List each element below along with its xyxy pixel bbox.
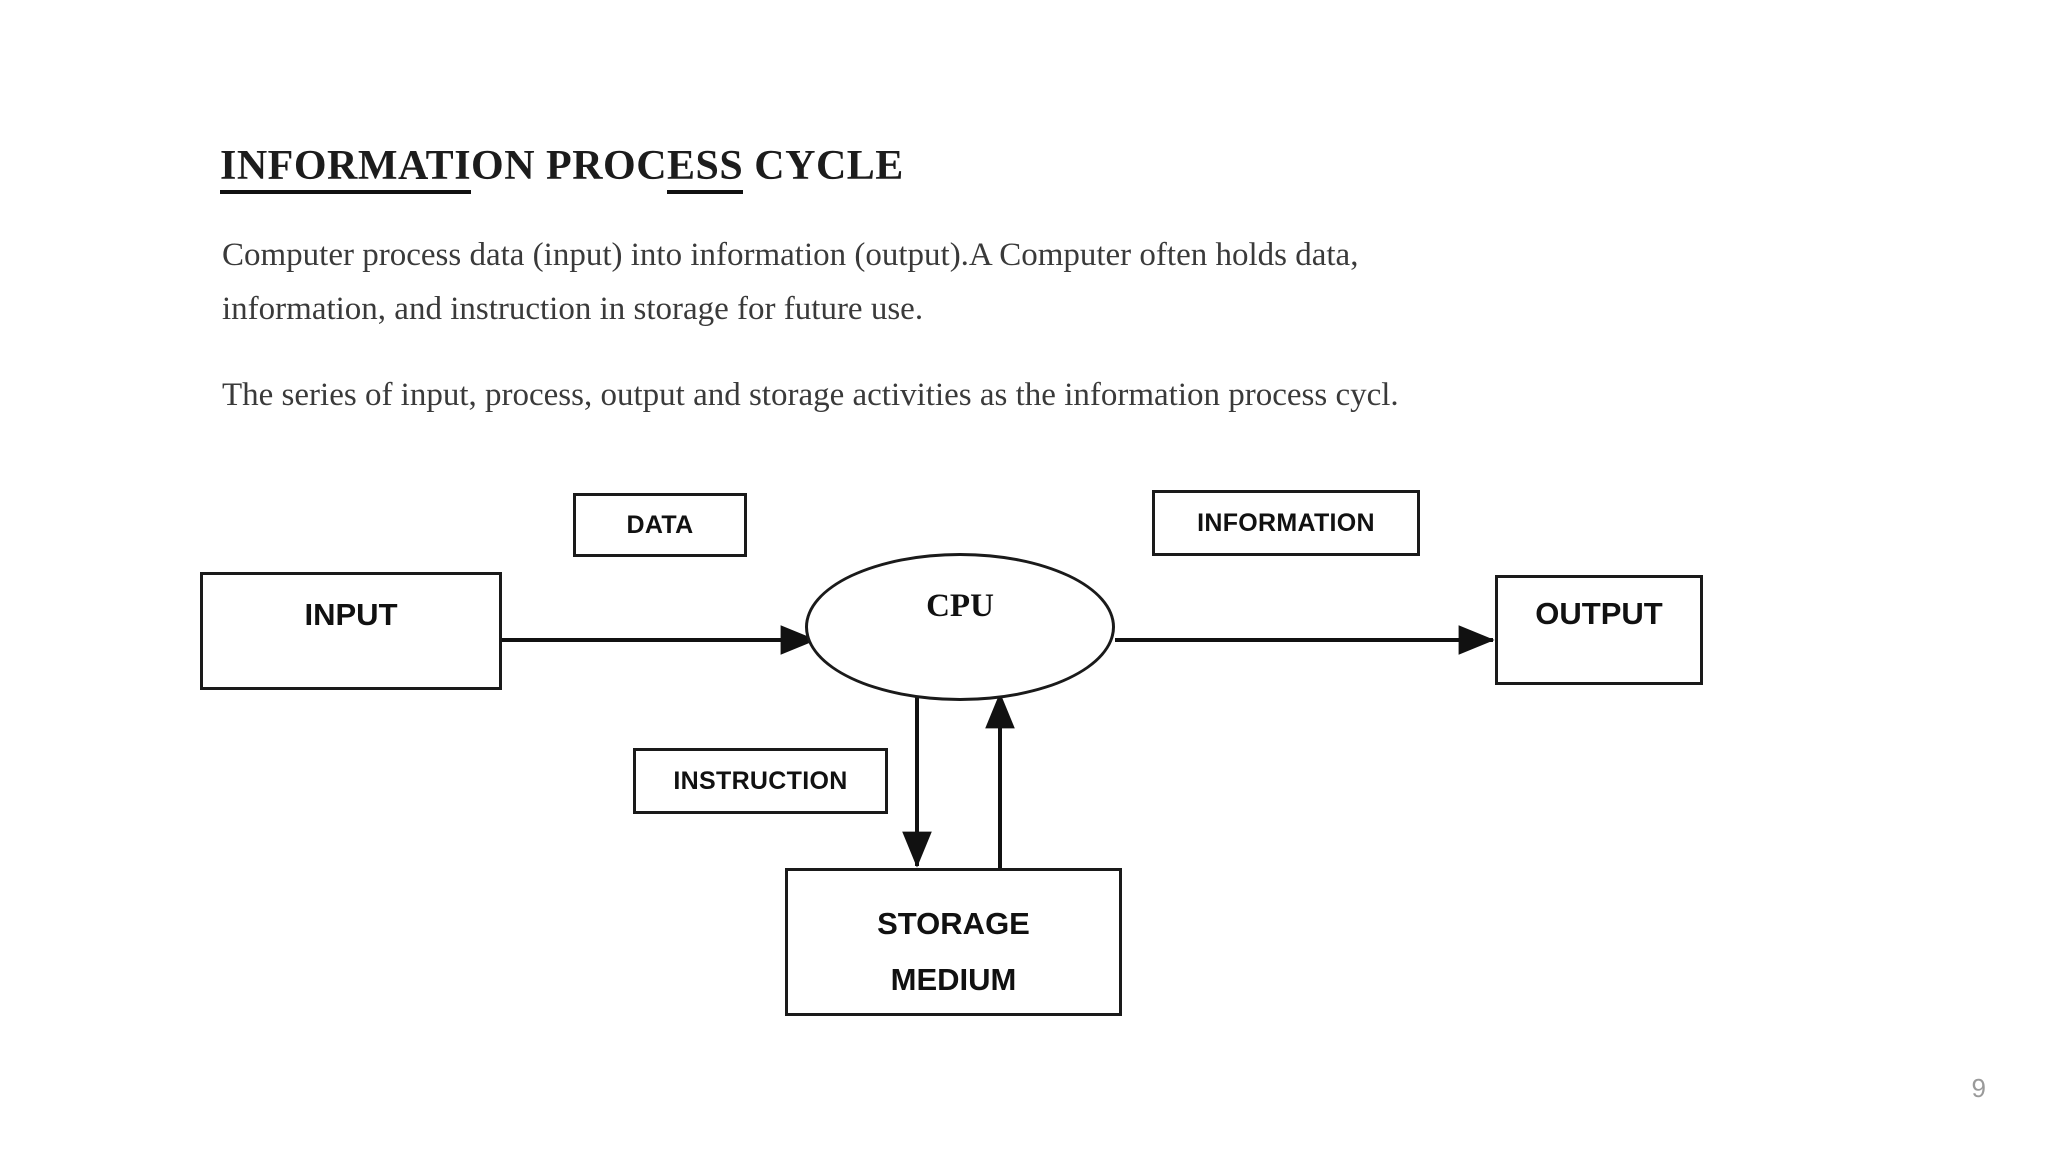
paragraph-1-line-1: Computer process data (input) into infor… bbox=[222, 237, 1359, 273]
diagram-node-storage-label-line-1: STORAGE bbox=[877, 906, 1030, 941]
diagram-node-output[interactable]: OUTPUT bbox=[1495, 575, 1703, 685]
diagram-label-instruction-text: INSTRUCTION bbox=[673, 766, 848, 795]
page-title-plain-2: CYCLE bbox=[743, 143, 904, 189]
paragraph-2-line-1: The series of input, process, output and… bbox=[222, 377, 1399, 413]
diagram-label-data[interactable]: DATA bbox=[573, 493, 747, 557]
body-paragraph-1: Computer process data (input) into infor… bbox=[222, 228, 1358, 336]
page-title-plain-1: ON PROC bbox=[471, 143, 668, 189]
body-paragraph-2: The series of input, process, output and… bbox=[222, 368, 1399, 422]
diagram-node-storage-medium[interactable]: STORAGE MEDIUM bbox=[785, 868, 1122, 1016]
diagram-node-input[interactable]: INPUT bbox=[200, 572, 502, 690]
diagram-label-instruction[interactable]: INSTRUCTION bbox=[633, 748, 888, 814]
diagram-label-information[interactable]: INFORMATION bbox=[1152, 490, 1420, 556]
page-title-underlined-2: ESS bbox=[667, 143, 744, 194]
paragraph-1-line-2: information, and instruction in storage … bbox=[222, 291, 924, 327]
page-number: 9 bbox=[1971, 1073, 1986, 1103]
diagram-label-information-text: INFORMATION bbox=[1197, 508, 1375, 537]
diagram-node-input-label: INPUT bbox=[304, 597, 398, 632]
diagram-node-output-label: OUTPUT bbox=[1535, 596, 1663, 631]
page-title: INFORMATION PROCESS CYCLE bbox=[220, 142, 904, 194]
diagram-node-cpu-label: CPU bbox=[926, 588, 994, 624]
page-title-underlined-1: INFORMATI bbox=[220, 143, 472, 194]
diagram-label-data-text: DATA bbox=[626, 510, 694, 539]
diagram-node-storage-label-line-2: MEDIUM bbox=[890, 962, 1017, 997]
diagram-node-cpu[interactable]: CPU bbox=[805, 553, 1115, 701]
